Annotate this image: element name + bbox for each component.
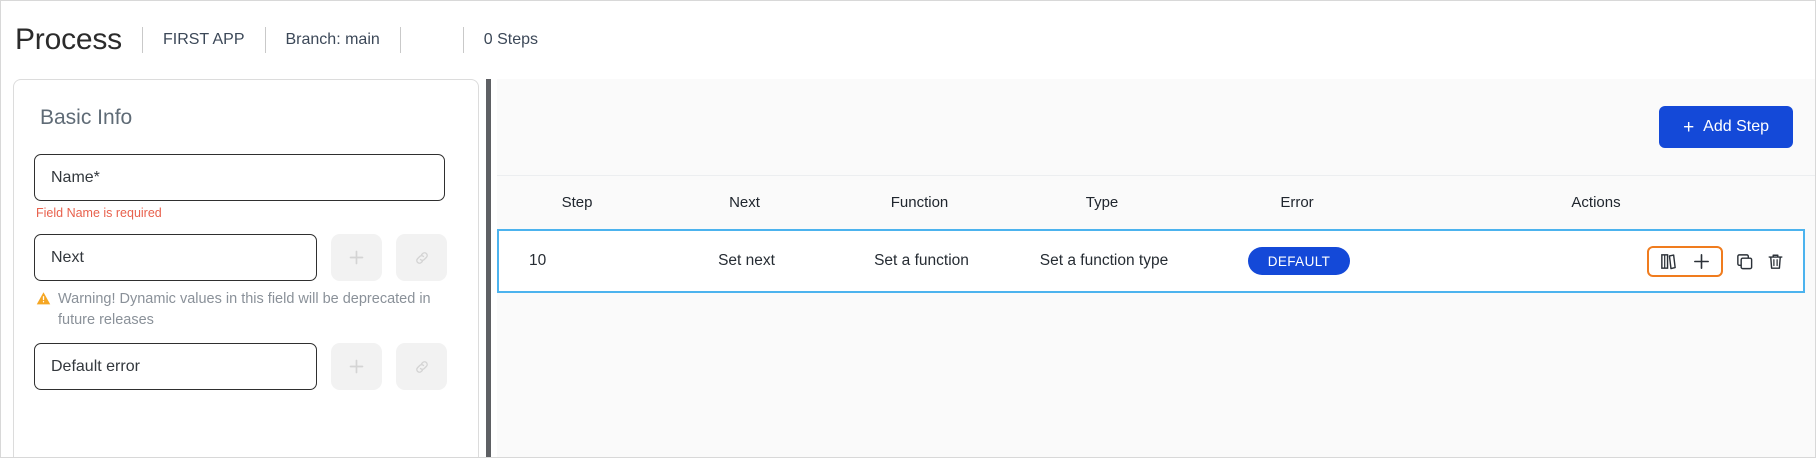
header-separator-1 xyxy=(141,27,143,53)
column-header-error: Error xyxy=(1280,194,1314,211)
header-separator-2 xyxy=(264,27,266,53)
next-field-row: Next xyxy=(34,234,458,281)
page-title: Process xyxy=(15,23,122,56)
header-separator-3 xyxy=(399,27,401,53)
column-header-step: Step xyxy=(561,194,593,211)
warning-triangle-icon xyxy=(36,291,51,311)
cell-next: Set next xyxy=(718,252,775,269)
plus-icon xyxy=(349,359,364,374)
column-header-type: Type xyxy=(1085,194,1119,211)
cell-step: 10 xyxy=(529,252,547,269)
add-step-button[interactable]: + Add Step xyxy=(1659,106,1793,148)
trash-icon[interactable] xyxy=(1766,252,1785,271)
basic-info-card: Basic Info Name* Field Name is required … xyxy=(13,79,479,457)
panel-divider[interactable] xyxy=(479,79,497,457)
link-icon xyxy=(415,251,428,264)
action-group-highlighted xyxy=(1647,245,1723,277)
spacer-after-warning xyxy=(34,331,458,343)
basic-info-title: Basic Info xyxy=(40,106,133,129)
default-error-link-button[interactable] xyxy=(396,343,447,391)
column-header-actions: Actions xyxy=(1571,194,1621,211)
page-header: Process FIRST APP Branch: main 0 Steps xyxy=(1,1,1815,79)
add-step-label: Add Step xyxy=(1703,118,1769,135)
next-link-button[interactable] xyxy=(396,234,447,281)
default-error-input[interactable]: Default error xyxy=(34,343,317,391)
cell-type: Set a function type xyxy=(1039,252,1169,269)
book-icon[interactable] xyxy=(1659,252,1678,271)
status-badge: DEFAULT xyxy=(1247,247,1351,275)
plus-icon[interactable] xyxy=(1692,252,1711,271)
copy-icon[interactable] xyxy=(1735,252,1754,271)
table-header-row: Step Next Function Type Error Actions xyxy=(497,175,1815,229)
branch-label: Branch: main xyxy=(285,31,380,48)
next-add-button[interactable] xyxy=(331,234,382,281)
app-name-label: FIRST APP xyxy=(162,31,245,48)
header-separator-4 xyxy=(462,27,464,53)
cell-actions xyxy=(1399,245,1803,277)
link-icon xyxy=(415,360,428,373)
name-field-row: Name* xyxy=(34,154,458,201)
plus-icon: + xyxy=(1683,116,1695,138)
column-header-next: Next xyxy=(729,194,760,211)
name-error-message: Field Name is required xyxy=(36,206,162,220)
default-error-add-button[interactable] xyxy=(331,343,382,391)
next-warning-text: Warning! Dynamic values in this field wi… xyxy=(58,291,431,329)
name-input[interactable]: Name* xyxy=(34,154,445,201)
spacer-after-name xyxy=(34,220,458,234)
steps-count-label: 0 Steps xyxy=(483,31,539,48)
cell-function: Set a function xyxy=(874,252,969,269)
table-empty-area xyxy=(497,293,1815,457)
next-input[interactable]: Next xyxy=(34,234,317,281)
table-toolbar: + Add Step xyxy=(497,79,1815,175)
steps-table-panel: + Add Step Step Next Function Type Error… xyxy=(497,79,1815,457)
drag-handle[interactable] xyxy=(485,79,491,457)
column-header-function: Function xyxy=(890,194,949,211)
basic-info-panel: Basic Info Name* Field Name is required … xyxy=(1,79,479,457)
default-error-field-row: Default error xyxy=(34,343,458,391)
main-body: Basic Info Name* Field Name is required … xyxy=(1,79,1815,457)
cell-error: DEFAULT xyxy=(1199,247,1399,275)
table-row[interactable]: 10 Set next Set a function Set a functio… xyxy=(497,229,1805,293)
plus-icon xyxy=(349,250,364,265)
next-warning-row: Warning! Dynamic values in this field wi… xyxy=(36,289,456,331)
